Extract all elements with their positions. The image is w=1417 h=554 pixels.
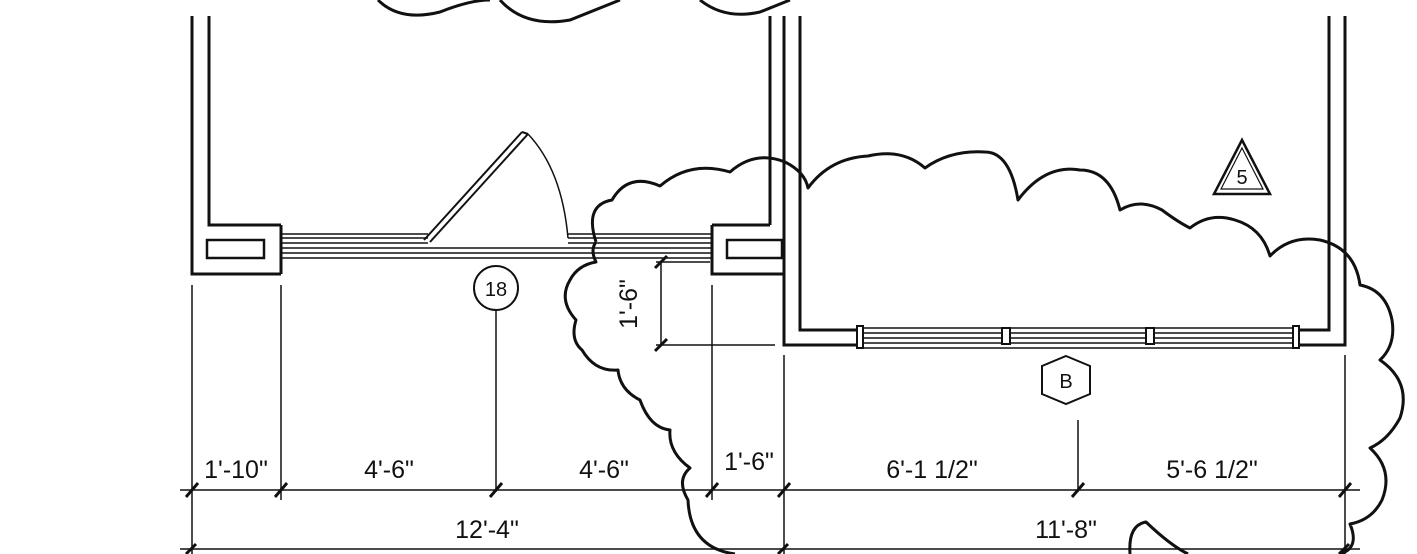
dimension-label-5: 6'-1 1/2" [886, 456, 977, 484]
dimension-total-left: 12'-4" [455, 516, 519, 544]
dimension-vertical-label: 1'-6" [615, 279, 643, 329]
door-leaf [423, 131, 569, 243]
revision-cloud-main [563, 150, 1405, 554]
dimension-line-top [180, 482, 1360, 498]
dimension-label-1: 1'-10" [204, 456, 268, 484]
dimension-total-right: 11'-8" [1035, 516, 1097, 544]
vertical-dimension [653, 254, 775, 353]
extension-lines [191, 285, 1346, 554]
door-tag: 18 [473, 265, 519, 492]
window-tag: B [1041, 354, 1091, 492]
window-tag-label: B [1059, 371, 1072, 393]
dimension-label-4: 1'-6" [724, 448, 774, 476]
revision-cloud-top [376, 0, 791, 24]
dimension-line-bottom [180, 542, 1360, 554]
revision-number: 5 [1236, 167, 1247, 189]
dimension-label-2: 4'-6" [364, 456, 414, 484]
dimension-label-6: 5'-6 1/2" [1166, 456, 1257, 484]
right-room-walls [768, 16, 1347, 347]
left-room-walls [190, 16, 283, 276]
door-opening [281, 233, 712, 259]
dimension-label-3: 4'-6" [579, 456, 629, 484]
window-unit [856, 325, 1300, 349]
center-wall [710, 223, 784, 276]
door-tag-label: 18 [485, 279, 507, 301]
revision-triangle-tag: 5 [1211, 137, 1273, 196]
